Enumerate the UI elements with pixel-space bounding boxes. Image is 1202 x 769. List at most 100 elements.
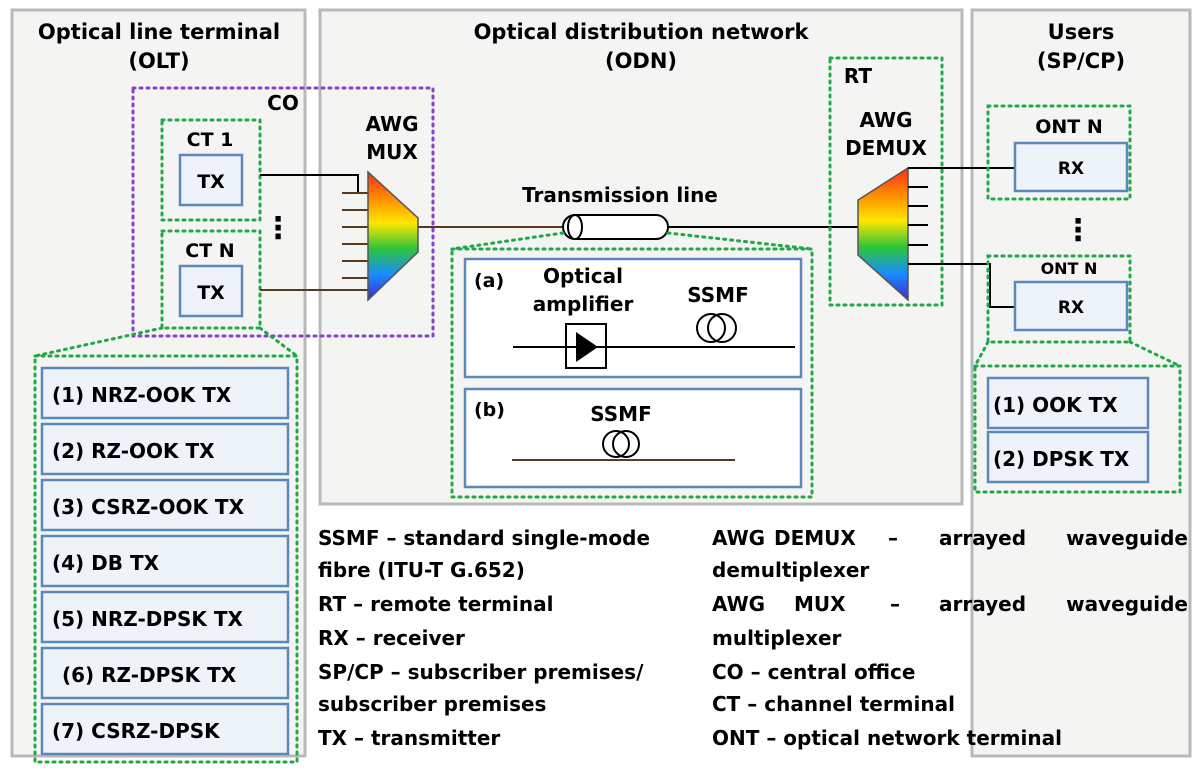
olt-subtitle: (OLT) [128,49,189,73]
ct1-to-mux-line [260,174,359,193]
tx-type-label: (2) RZ-OOK TX [52,439,215,463]
awg-demux-label-2: DEMUX [845,136,927,160]
inset-b-tag: (b) [474,399,505,421]
ont-bottom-rx-label: RX [1058,298,1084,318]
users-subtitle: (SP/CP) [1037,49,1125,73]
legend-line: SSMF – standard single-mode [318,526,650,550]
rx-type-box-2 [986,430,1150,484]
awg-mux-icon [367,170,419,302]
transmission-line-label: Transmission line [522,183,718,207]
tx-type-label: (1) NRZ-OOK TX [52,383,232,407]
ont-zoom-line-left [973,340,990,368]
optical-amplifier-label-2: amplifier [533,292,634,316]
inset-b-ssmf-label: SSMF [590,402,651,426]
ct1-tx-box [178,153,244,207]
ct-zoom-line-left [33,326,164,358]
tx-type-box [40,646,290,700]
ont-bottom-label: ONT N [1041,259,1098,278]
demux-to-ont-bottom-line [908,263,1015,308]
tx-type-box [40,422,290,476]
awg-mux-label-1: AWG [365,112,418,136]
ctn-group [160,229,262,330]
rt-label: RT [844,64,873,88]
legend-line: TX – transmitter [318,726,500,750]
co-boundary [131,86,435,338]
inset-a-ssmf-label: SSMF [687,283,748,307]
ctn-tx-box [178,264,244,318]
legend-word: waveguide [1066,592,1188,616]
users-title: Users [1048,20,1115,44]
legend-word: arrayed [939,592,1026,616]
legend-line: fibre (ITU-T G.652) [318,558,525,582]
legend-line: subscriber premises [318,692,546,716]
legend-line: RT – remote terminal [318,592,553,616]
ont-bottom-rx-box [1013,280,1129,332]
transmission-line-icon [562,214,669,240]
ctn-label: CT N [185,240,234,262]
tx-type-label: (7) CSRZ-DPSK [52,719,221,743]
tx-type-box [40,478,290,532]
ct1-group [160,118,262,222]
legend-left: SSMF – standard single-mode fibre (ITU-T… [318,526,650,750]
legend-line: CT – channel terminal [712,692,955,716]
ct-zoom-line-right [258,326,299,358]
zoom-line-left [450,231,565,251]
legend-line: demultiplexer [712,558,869,582]
tx-type-label: (4) DB TX [52,551,160,575]
legend-word: – [888,526,898,550]
rx-type-label-1: (1) OOK TX [993,393,1118,417]
ssmf-coil-icon-b [602,430,640,458]
olt-title: Optical line terminal [38,20,280,44]
legend-word: arrayed [939,526,1026,550]
ctn-tx-label: TX [197,282,225,304]
inset-a-tag: (a) [474,270,504,292]
legend-line: CO – central office [712,660,915,684]
legend-word: AWG [712,592,765,616]
legend-line: ONT – optical network terminal [712,726,1062,750]
tx-type-inset [33,354,299,764]
zoom-line-right [666,231,814,251]
optical-amplifier-label-1: Optical [543,264,623,288]
awg-demux-icon [857,166,909,302]
legend-word: – [890,592,900,616]
ont-top-group [986,104,1132,201]
co-label: CO [267,91,299,115]
ssmf-coil-icon-a [696,313,737,343]
ont-bottom-group [986,254,1132,344]
awg-mux-label-2: MUX [366,140,418,164]
odn-subtitle: (ODN) [605,49,677,73]
tx-type-box [40,702,290,756]
tx-type-label: (6) RZ-DPSK TX [62,663,237,687]
legend-line: SP/CP – subscriber premises/ [318,660,644,684]
rt-group [828,56,944,307]
ont-top-rx-label: RX [1058,159,1084,179]
legend-word: AWG [712,526,765,550]
legend-word: waveguide [1066,526,1188,550]
rx-type-label-2: (2) DPSK TX [993,447,1130,471]
ct1-tx-label: TX [197,171,225,193]
rx-type-box-1 [986,376,1150,430]
ellipsis-icon: ⋮ [263,211,293,246]
ct1-label: CT 1 [187,129,234,151]
mux-input-ports [342,192,370,279]
users-ellipsis-icon: ⋮ [1063,213,1093,248]
ont-top-label: ONT N [1035,116,1103,138]
inset-a-box [463,257,803,379]
tx-type-label: (5) NRZ-DPSK TX [52,607,244,631]
tx-type-box [40,366,290,420]
legend-line: multiplexer [712,626,842,650]
ont-top-rx-box [1013,141,1129,193]
tx-type-list: (1) NRZ-OOK TX (2) RZ-OOK TX (3) CSRZ-OO… [40,366,290,756]
tx-type-box [40,534,290,588]
inset-b-box [463,387,803,489]
legend-right: AWG DEMUX – arrayed waveguide demultiple… [712,526,1188,750]
optical-amplifier-icon [565,323,607,369]
tx-type-box [40,590,290,644]
transmission-inset [450,247,814,499]
legend-word: MUX [794,592,846,616]
rx-type-inset [973,364,1182,494]
legend-word: DEMUX [774,526,856,550]
ont-zoom-line-right [1128,340,1182,368]
awg-demux-label-1: AWG [859,108,912,132]
